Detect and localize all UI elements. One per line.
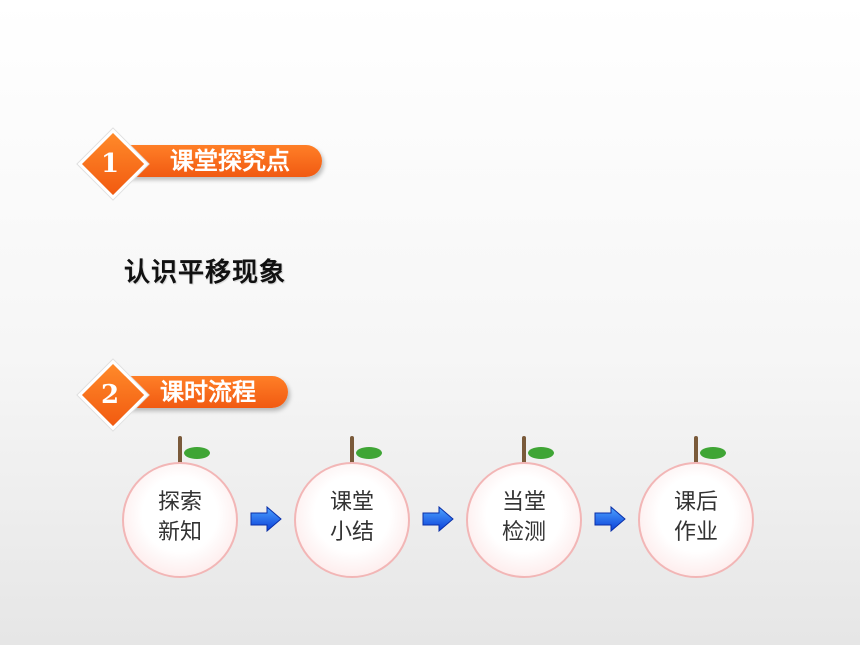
section-1-number: 1 xyxy=(100,149,120,179)
flow-step-test[interactable]: 当堂 检测 xyxy=(466,436,582,586)
fruit-body xyxy=(638,462,754,578)
fruit-body xyxy=(122,462,238,578)
flow-step-explore[interactable]: 探索 新知 xyxy=(122,436,238,586)
flow-step-line1: 课堂 xyxy=(329,490,374,515)
flow-step-homework[interactable]: 课后 作业 xyxy=(638,436,754,586)
leaf-icon xyxy=(356,447,382,459)
flow-step-line2: 小结 xyxy=(329,520,374,545)
flow-step-line2: 作业 xyxy=(673,520,718,545)
stem xyxy=(522,436,526,464)
right-arrow-icon xyxy=(422,506,454,532)
fruit-body xyxy=(294,462,410,578)
section-2-banner: 课时流程 xyxy=(116,376,288,408)
section-1-title: 课堂探究点 xyxy=(170,147,290,175)
leaf-icon xyxy=(528,447,554,459)
flow-step-line2: 检测 xyxy=(501,520,546,545)
stem xyxy=(694,436,698,464)
right-arrow-icon xyxy=(250,506,282,532)
flow-step-line1: 当堂 xyxy=(501,490,546,515)
leaf-icon xyxy=(700,447,726,459)
section-1-banner: 课堂探究点 xyxy=(116,145,322,177)
leaf-icon xyxy=(184,447,210,459)
section-2-title: 课时流程 xyxy=(160,378,256,406)
stem xyxy=(178,436,182,464)
section-2-number: 2 xyxy=(100,380,120,410)
flow-step-label: 课堂 小结 xyxy=(294,462,410,574)
flow-step-label: 探索 新知 xyxy=(122,462,238,574)
topic-title: 认识平移现象 xyxy=(124,258,287,288)
flow-step-label: 课后 作业 xyxy=(638,462,754,574)
flow-step-label: 当堂 检测 xyxy=(466,462,582,574)
flow-step-line1: 课后 xyxy=(673,490,718,515)
stem xyxy=(350,436,354,464)
section-1-header: 课堂探究点 1 xyxy=(77,128,330,200)
right-arrow-icon xyxy=(594,506,626,532)
flow-step-line2: 新知 xyxy=(157,520,202,545)
flow-step-line1: 探索 xyxy=(157,490,202,515)
section-2-header: 课时流程 2 xyxy=(77,359,300,431)
flow-step-summary[interactable]: 课堂 小结 xyxy=(294,436,410,586)
fruit-body xyxy=(466,462,582,578)
